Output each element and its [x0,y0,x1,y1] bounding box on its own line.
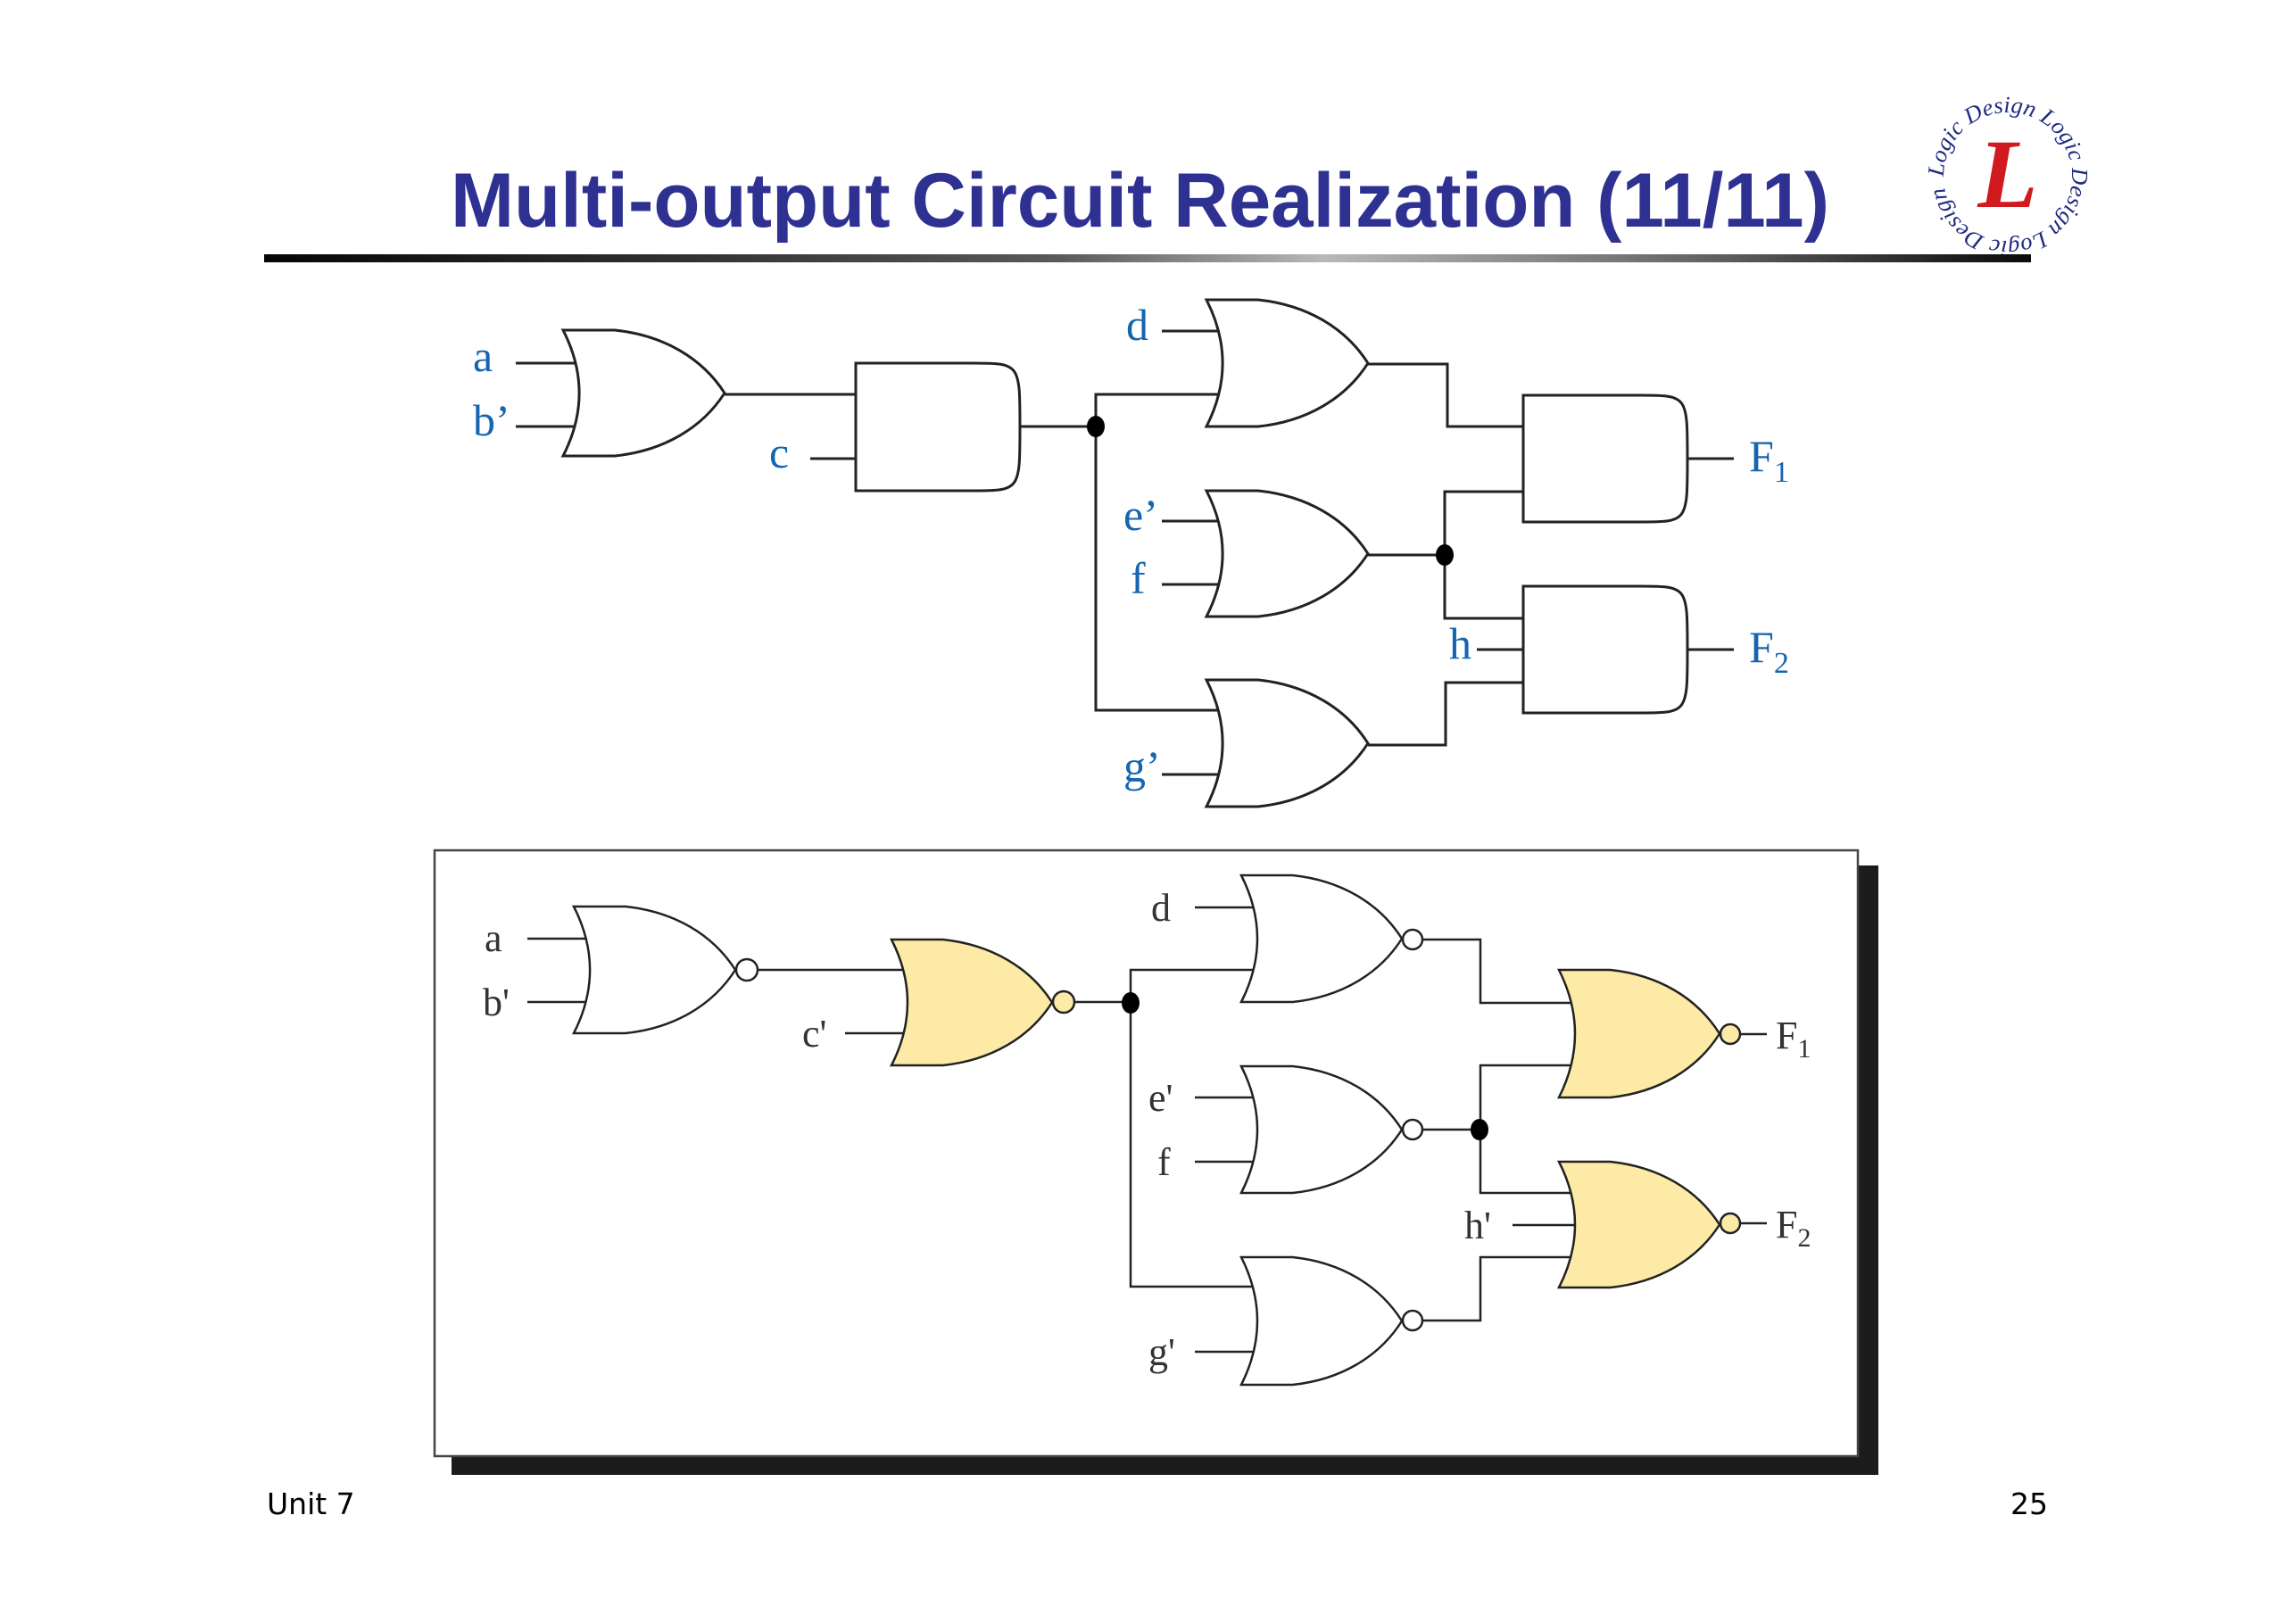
wire-bus [1094,393,1219,712]
output-label-F1: F1 [1776,1014,1811,1064]
or-gate-ef [1204,489,1370,618]
and-gate-c [854,361,1022,493]
input-label-e: e' [1148,1076,1173,1120]
output-label-F2: F2 [1749,622,1789,680]
top-circuit: a b’ c d e’ f g’ h F1 F2 [473,298,1789,808]
top-wires [516,329,1734,776]
input-label-b: b’ [473,395,510,445]
nor-gate-ab [571,905,737,1035]
nor-gate-c-highlighted [889,938,1054,1067]
nor-gate-F2-highlighted [1556,1160,1721,1289]
wire-ord-F1 [1368,362,1523,428]
input-label-e: e’ [1123,490,1158,540]
nor-gate-g [1239,1255,1404,1387]
or-gate-g [1204,678,1370,808]
inversion-bubble [1401,1118,1424,1141]
and-gate-F2 [1521,584,1689,715]
wire-nord-F1 [1423,938,1576,1005]
inversion-bubble [734,957,759,982]
inversion-bubble [1051,990,1076,1014]
slide-title: Multi-output Circuit Realization (11/11) [451,158,1829,244]
title-divider [264,254,2031,262]
input-label-a: a [485,916,502,960]
inversion-bubble [1401,928,1424,951]
nor-gate-F1-highlighted [1556,968,1721,1099]
input-label-g: g’ [1123,741,1161,791]
output-label-F2: F2 [1776,1203,1811,1253]
wire-bus [1129,968,1256,1288]
input-label-d: d [1151,886,1171,930]
junction-dot [1471,1119,1488,1140]
output-label-F2-base: F [1749,622,1774,672]
output-label-F1-sub: 1 [1797,1034,1811,1064]
input-label-h: h [1449,618,1471,668]
nor-gate-ef [1239,1064,1404,1195]
inversion-bubble [1719,1023,1742,1046]
output-label-F1-sub: 1 [1774,456,1789,489]
inversion-bubble [1719,1212,1742,1235]
input-label-c: c [769,427,789,477]
output-label-F1-base: F [1749,431,1774,481]
logic-design-logo: Logic Design Logic Design Logic Design L [1923,92,2093,261]
bottom-circuit-panel: a b' c' d e' f g' h' F1 F2 [433,849,1878,1475]
input-label-c: c' [802,1012,826,1056]
output-label-F1: F1 [1749,431,1789,489]
page-number: 25 [2010,1486,2048,1521]
input-label-f: f [1157,1140,1171,1184]
or-gate-d [1204,298,1370,428]
junction-dot [1122,992,1140,1014]
wire-norg-F2 [1423,1255,1576,1322]
output-label-F2-sub: 2 [1797,1223,1811,1253]
output-label-F2-sub: 2 [1774,647,1789,680]
inversion-bubble [1401,1309,1424,1332]
output-label-F1-base: F [1776,1014,1797,1057]
input-label-g: g' [1148,1330,1175,1374]
wire-org-F2 [1368,681,1523,747]
bottom-wires [527,906,1767,1354]
input-label-a: a [473,331,493,381]
input-label-h: h' [1464,1204,1491,1247]
input-label-b: b' [483,981,510,1024]
or-gate-ab [560,328,726,458]
nor-gate-d [1239,874,1404,1004]
footer-unit-label: Unit 7 [267,1486,355,1521]
input-label-f: f [1131,553,1146,603]
and-gate-F1 [1521,393,1689,524]
logo-letter: L [1977,120,2037,228]
junction-dot [1436,544,1454,566]
input-label-d: d [1126,300,1148,350]
junction-dot [1087,416,1105,437]
output-label-F2-base: F [1776,1203,1797,1246]
